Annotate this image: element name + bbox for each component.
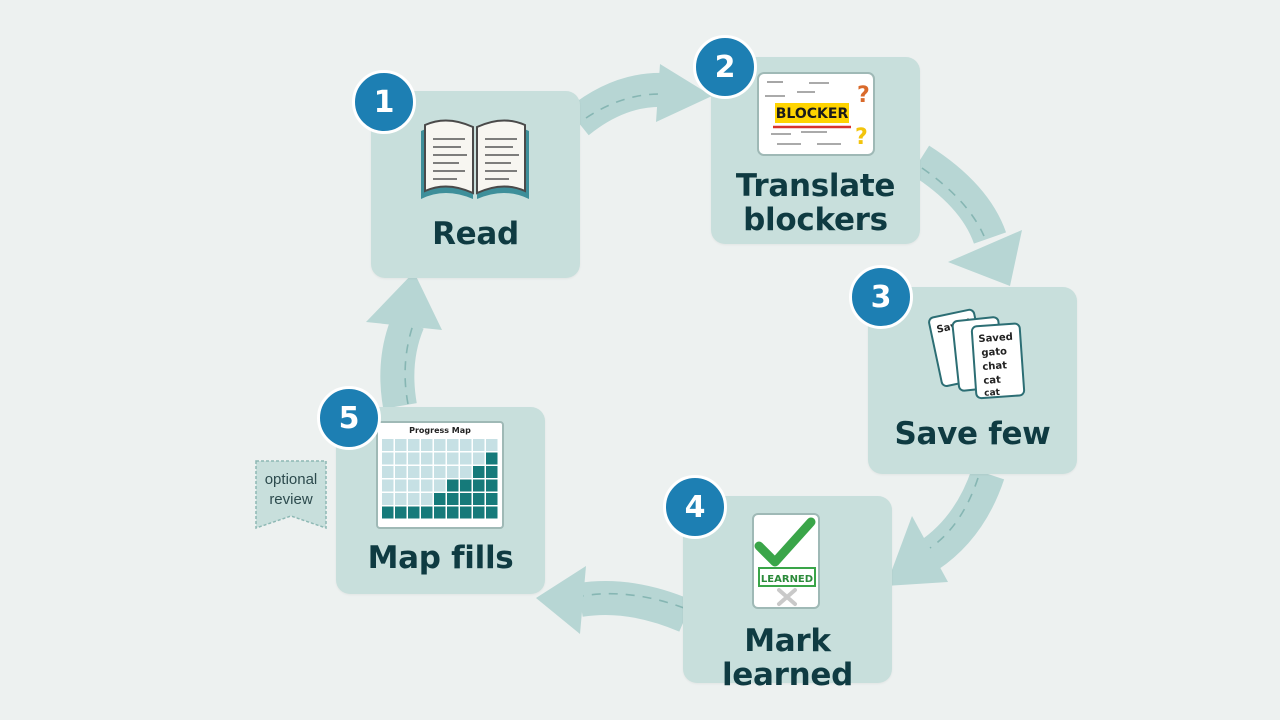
map-cell [382,439,394,451]
step-card-save-few: Saved Saved gato chat cat cat Save few [868,287,1077,474]
map-cell [408,466,420,478]
map-cell [434,493,446,505]
svg-text:gato: gato [981,346,1007,359]
map-cell [460,452,472,465]
map-cell [421,493,433,505]
step-number-1: 1 [352,70,416,134]
map-cell [473,493,485,505]
step-title-translate-line-1: Translate [735,168,896,204]
map-cell [434,479,446,492]
step-number-5: 5 [317,386,381,450]
step-title-map-fills: Map fills [367,540,514,576]
map-cell [408,452,420,465]
svg-text:?: ? [857,83,870,108]
map-cell [421,452,433,465]
svg-text:cat: cat [983,375,1001,387]
svg-text:Saved: Saved [978,332,1013,345]
progress-map-icon: Progress Map [376,421,504,529]
map-cell [395,506,407,519]
map-cell [486,466,498,478]
svg-text:Progress Map: Progress Map [409,426,471,435]
step-title-mark-learned: Mark learned [721,623,854,693]
map-cell [408,506,420,519]
map-cell [421,466,433,478]
arrow-mark-to-map [536,566,693,634]
arrow-map-to-read [366,272,442,409]
map-cell [421,479,433,492]
optional-review-line-1: optional [264,471,318,488]
map-cell [447,439,459,451]
map-cell [473,506,485,519]
map-cell [421,439,433,451]
map-cell [460,506,472,519]
map-cell [473,452,485,465]
map-cell [395,452,407,465]
map-cell [473,466,485,478]
map-cell [447,452,459,465]
map-cell [434,506,446,519]
map-cell [473,479,485,492]
map-cell [395,479,407,492]
flashcards-icon: Saved Saved gato chat cat cat [928,308,1026,400]
map-cell [460,439,472,451]
svg-text:?: ? [855,125,868,150]
open-book-icon [421,119,529,199]
blocker-highlight: BLOCKER [776,106,849,122]
optional-review-tag: optional review [255,460,327,530]
map-cell [486,479,498,492]
step-title-save-few: Save few [894,416,1051,452]
map-cell [382,452,394,465]
svg-text:LEARNED: LEARNED [761,574,813,585]
map-cell [460,466,472,478]
step-card-read: Read [371,91,580,278]
map-cell [408,439,420,451]
map-cell [434,466,446,478]
step-title-translate-line-2: blockers [743,202,888,238]
step-number-2: 2 [693,35,757,99]
map-cell [382,466,394,478]
arrow-read-to-translate [567,64,712,136]
map-cell [447,493,459,505]
svg-text:cat: cat [984,388,1001,399]
map-cell [447,479,459,492]
word-cloud-icon: BLOCKER ? ? [757,72,875,156]
arrow-save-to-mark [886,468,1005,586]
map-cell [408,493,420,505]
map-cell [421,506,433,519]
map-cell [395,439,407,451]
map-cell [460,493,472,505]
map-cell [382,479,394,492]
step-number-4: 4 [663,475,727,539]
learned-check-icon: LEARNED [752,513,820,609]
map-cell [382,493,394,505]
map-cell [395,466,407,478]
map-cell [395,493,407,505]
step-title-read: Read [432,216,519,252]
map-cell [473,439,485,451]
arrow-translate-to-save [910,145,1022,286]
map-cell [460,479,472,492]
svg-text:chat: chat [982,360,1008,373]
map-cell [486,439,498,451]
map-cell [447,506,459,519]
step-number-3: 3 [849,265,913,329]
map-cell [486,493,498,505]
map-cell [434,452,446,465]
map-cell [486,452,498,465]
optional-review-line-2: review [269,491,313,508]
map-cell [486,506,498,519]
map-cell [408,479,420,492]
map-cell [447,466,459,478]
map-cell [434,439,446,451]
map-cell [382,506,394,519]
